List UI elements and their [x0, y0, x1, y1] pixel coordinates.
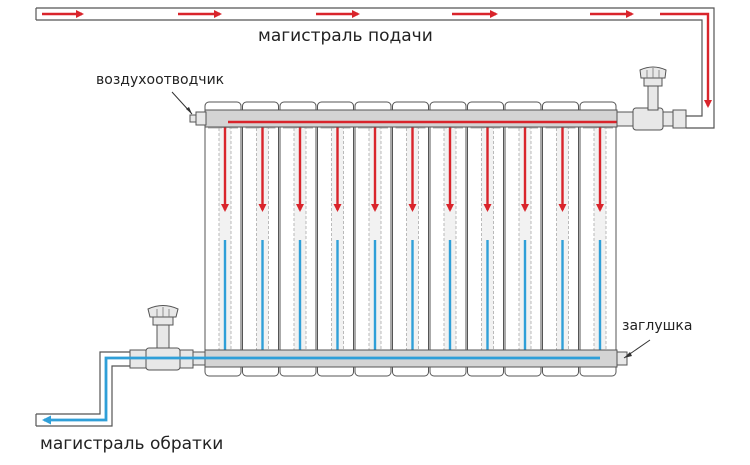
air-vent-icon — [189, 111, 207, 126]
upper-collector — [204, 109, 618, 128]
radiator-section — [579, 101, 617, 377]
radiator-section — [279, 101, 317, 377]
radiator-section — [204, 101, 242, 377]
supply-main-pipe — [35, 7, 715, 129]
radiator-section — [467, 101, 504, 377]
return-main-label: магистраль обратки — [40, 434, 224, 454]
lower-flow-line — [42, 356, 600, 425]
return-main-pipe — [35, 351, 130, 427]
radiator-section — [429, 101, 467, 377]
supply-main-label: магистраль подачи — [258, 26, 433, 46]
radiator-section — [542, 101, 579, 377]
supply-flow-arrows — [42, 10, 712, 108]
radiator-section — [392, 101, 429, 377]
radiator-section — [242, 101, 279, 377]
plug-label: заглушка — [622, 318, 693, 334]
radiator-sections — [204, 101, 617, 377]
radiator-section — [317, 101, 354, 377]
radiator-section — [504, 101, 542, 377]
plug-icon — [616, 351, 628, 366]
inlet-valve-icon — [616, 66, 687, 131]
radiator-section — [354, 101, 392, 377]
outlet-valve-icon — [129, 305, 206, 371]
air-vent-label: воздухоотводчик — [96, 72, 225, 88]
